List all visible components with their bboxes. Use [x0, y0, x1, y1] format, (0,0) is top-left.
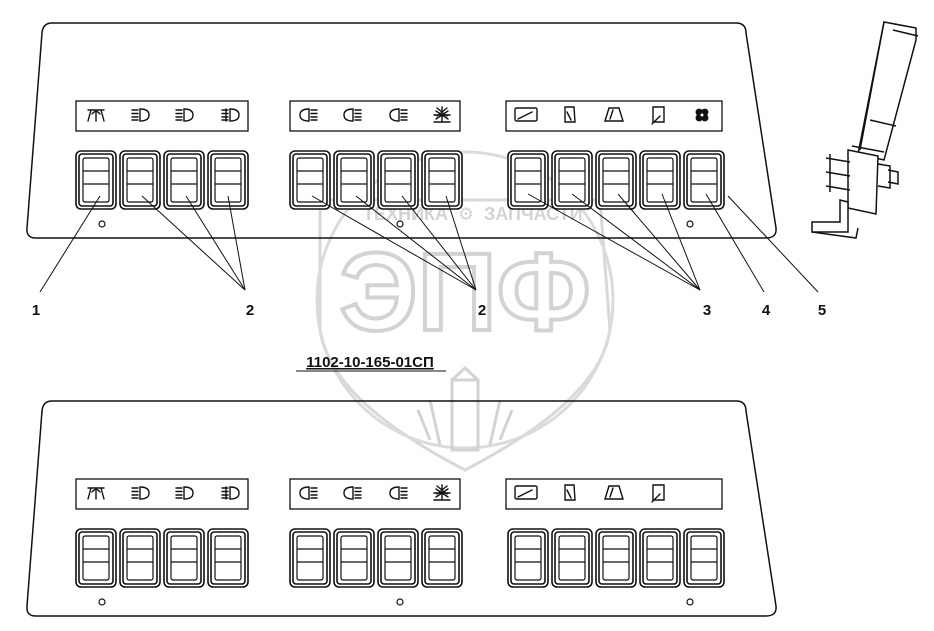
headlight-icon	[131, 108, 150, 122]
callout-1: 1	[32, 302, 40, 319]
panel-top-mount-hole-3	[686, 220, 694, 228]
door-wiper-icon	[651, 106, 665, 125]
panel-top-icon-strip-3	[505, 100, 723, 132]
panel-bottom-rocker-switch-2-3	[377, 528, 419, 588]
panel-top-rocker-switch-3-5	[683, 150, 725, 210]
rear-lamp-icon	[389, 486, 408, 500]
fan-icon	[695, 108, 709, 122]
callout-2a: 2	[246, 302, 254, 319]
panel-top-rocker-switch-1-2	[119, 150, 161, 210]
panel-bottom-rocker-switch-2-1	[289, 528, 331, 588]
panel-top-rocker-switch-1-4	[207, 150, 249, 210]
panel-bottom-outline	[26, 400, 777, 617]
panel-bottom-icon-strip-1	[75, 478, 249, 510]
panel-bottom-rocker-switch-1-4	[207, 528, 249, 588]
callout-4: 4	[762, 302, 771, 319]
high-beam-icon	[221, 486, 240, 500]
hazard-beacon-icon	[433, 106, 451, 123]
panel-bottom-rocker-switch-1-3	[163, 528, 205, 588]
front-wiper-icon	[604, 485, 624, 500]
side-wiper-icon	[564, 484, 576, 501]
watermark-shield: ЭПФ ТЕХНИКА ⚙ ЗАПЧАСТИ	[315, 150, 615, 472]
panel-top-mount-hole-2	[396, 220, 404, 228]
rear-wiper-icon	[514, 107, 538, 122]
panel-bottom-rocker-switch-3-2	[551, 528, 593, 588]
panel-bottom-rocker-switch-3-3	[595, 528, 637, 588]
panel-top-rocker-switch-2-4	[421, 150, 463, 210]
headlight-icon	[131, 486, 150, 500]
panel-bottom-mount-hole-1	[98, 598, 106, 606]
panel-bottom-icon-strip-3	[505, 478, 723, 510]
callout-labels: 1 2 2 3 4 5	[32, 302, 826, 319]
watermark-wheat-icon	[416, 365, 514, 452]
rear-lamp-icon	[389, 108, 408, 122]
panel-bottom-rocker-switch-2-4	[421, 528, 463, 588]
drawing-designation: 1102-10-165-01СП	[306, 354, 434, 371]
rear-lamp-icon	[343, 486, 362, 500]
high-beam-icon	[221, 108, 240, 122]
panel-bottom-rocker-switch-3-5	[683, 528, 725, 588]
panel-top-icon-strip-2	[289, 100, 461, 132]
panel-top-rocker-switch-2-2	[333, 150, 375, 210]
leader-lines	[39, 193, 819, 293]
panel-top-outline	[26, 22, 777, 239]
panel-top-rocker-switch-2-3	[377, 150, 419, 210]
headlight-icon	[175, 486, 194, 500]
panel-top-icon-strip-1	[75, 100, 249, 132]
ceiling-lamp-icon	[87, 487, 105, 500]
panel-top-rocker-switch-2-1	[289, 150, 331, 210]
rear-lamp-icon	[299, 108, 318, 122]
panel-top-mount-hole-1	[98, 220, 106, 228]
front-wiper-icon	[604, 107, 624, 122]
switch-panel-bottom	[26, 400, 777, 617]
panel-top-rocker-switch-3-2	[551, 150, 593, 210]
callout-5: 5	[818, 302, 826, 319]
callout-3: 3	[703, 302, 711, 319]
panel-top-rocker-switch-3-3	[595, 150, 637, 210]
ceiling-lamp-icon	[87, 109, 105, 122]
rear-wiper-icon	[514, 485, 538, 500]
switch-panel-top	[26, 22, 777, 239]
side-wiper-icon	[564, 106, 576, 123]
panel-bottom-rocker-switch-1-1	[75, 528, 117, 588]
hazard-beacon-icon	[433, 484, 451, 501]
panel-bottom-mount-hole-3	[686, 598, 694, 606]
rear-lamp-icon	[299, 486, 318, 500]
panel-bottom-icon-strip-2	[289, 478, 461, 510]
headlight-icon	[175, 108, 194, 122]
panel-bottom-rocker-switch-3-4	[639, 528, 681, 588]
watermark-gear-icon: ⚙	[458, 204, 474, 224]
callout-2b: 2	[478, 302, 486, 319]
door-wiper-icon	[651, 484, 665, 503]
switch-side-view	[811, 21, 919, 239]
panel-top-rocker-switch-3-4	[639, 150, 681, 210]
watermark-letters: ЭПФ	[339, 231, 590, 354]
panel-top-rocker-switch-1-3	[163, 150, 205, 210]
panel-bottom-rocker-switch-2-2	[333, 528, 375, 588]
panel-bottom-mount-hole-2	[396, 598, 404, 606]
panel-top-rocker-switch-3-1	[507, 150, 549, 210]
panel-bottom-rocker-switch-3-1	[507, 528, 549, 588]
panel-top-rocker-switch-1-1	[75, 150, 117, 210]
panel-bottom-rocker-switch-1-2	[119, 528, 161, 588]
rear-lamp-icon	[343, 108, 362, 122]
